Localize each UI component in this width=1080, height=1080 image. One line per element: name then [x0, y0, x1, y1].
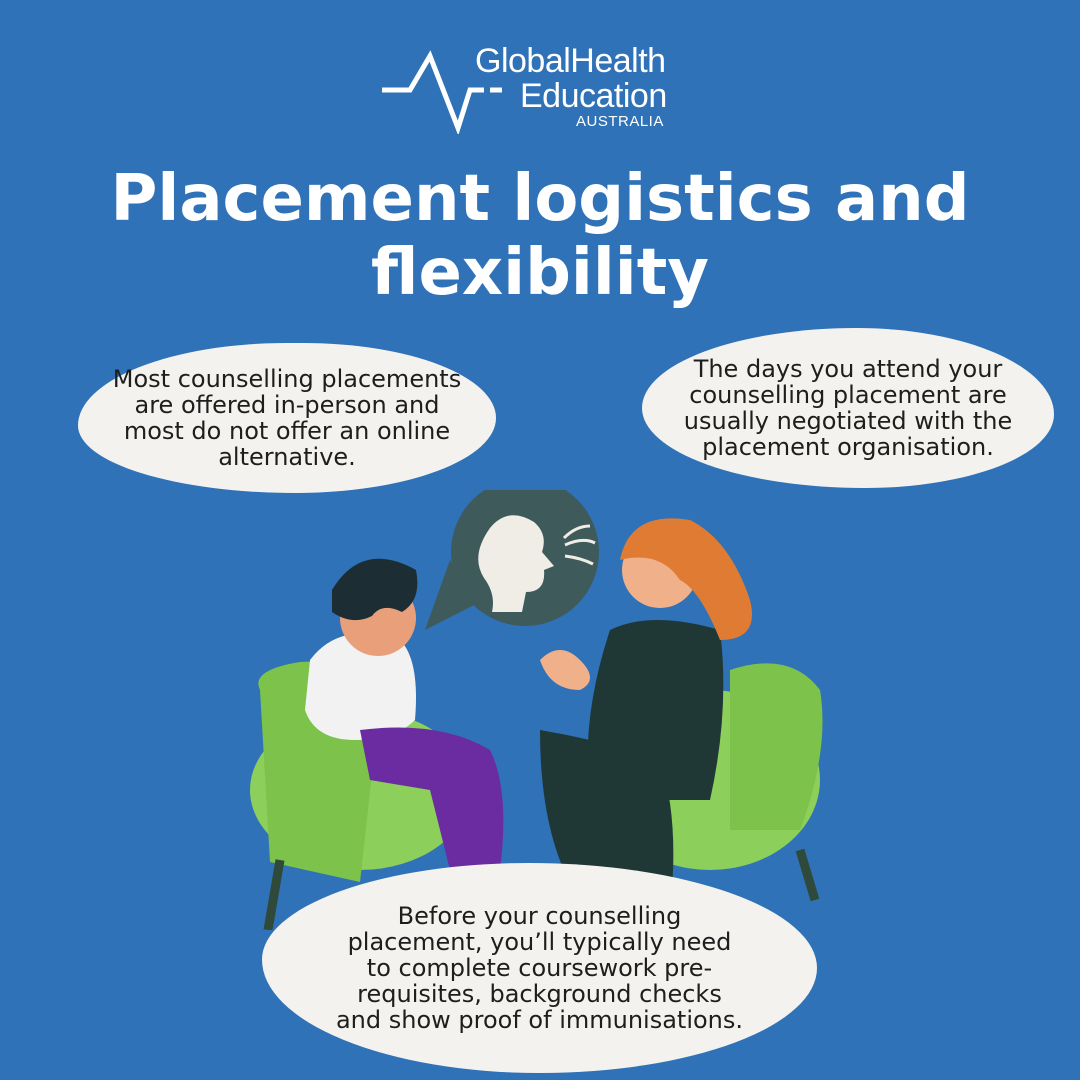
- info-bubble-bottom: Before your counselling placement, you’l…: [262, 863, 817, 1073]
- left-person: [305, 558, 504, 870]
- info-bubble-bottom-text: Before your counselling placement, you’l…: [335, 902, 744, 1034]
- pulse-line-logo-icon: [382, 50, 502, 134]
- logo-line-2: Education: [520, 77, 667, 115]
- counselling-illustration: [250, 490, 823, 930]
- logo-line-3: AUSTRALIA: [576, 113, 664, 130]
- info-bubble-right: The days you attend your counselling pla…: [642, 328, 1054, 488]
- page-title: Placement logistics and flexibility: [110, 162, 970, 310]
- info-bubble-left-text: Most counselling placements are offered …: [112, 365, 462, 471]
- info-bubble-left: Most counselling placements are offered …: [78, 343, 496, 493]
- logo-line-1: GlobalHealth: [475, 42, 666, 80]
- brand-logo: GlobalHealth Education AUSTRALIA: [380, 44, 700, 134]
- info-bubble-right-text: The days you attend your counselling pla…: [683, 355, 1013, 461]
- speaking-head-icon: [425, 490, 599, 630]
